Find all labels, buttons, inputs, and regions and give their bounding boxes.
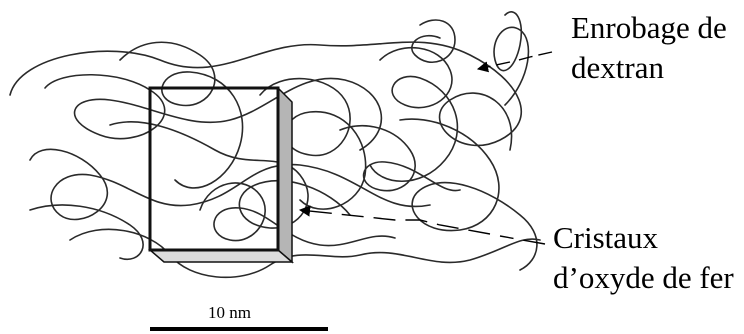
crystal-bottom-face [150, 250, 292, 262]
iron-oxide-label: Cristaux d’oxyde de fer [553, 218, 734, 298]
iron-label-line2: d’oxyde de fer [553, 258, 734, 298]
scale-bar-label: 10 nm [208, 304, 251, 322]
dextran-coating [10, 12, 540, 277]
dextran-strand [200, 183, 395, 246]
crystal-side-face [278, 88, 292, 262]
iron-oxide-pointer-arrow [300, 210, 545, 244]
dextran-coating-label: Enrobage de dextran [571, 8, 727, 88]
dextran-strand [412, 20, 455, 62]
dextran-strand [400, 119, 537, 270]
dextran-label-line1: Enrobage de [571, 8, 727, 48]
iron-label-line1: Cristaux [553, 218, 734, 258]
dextran-label-line2: dextran [571, 48, 727, 88]
